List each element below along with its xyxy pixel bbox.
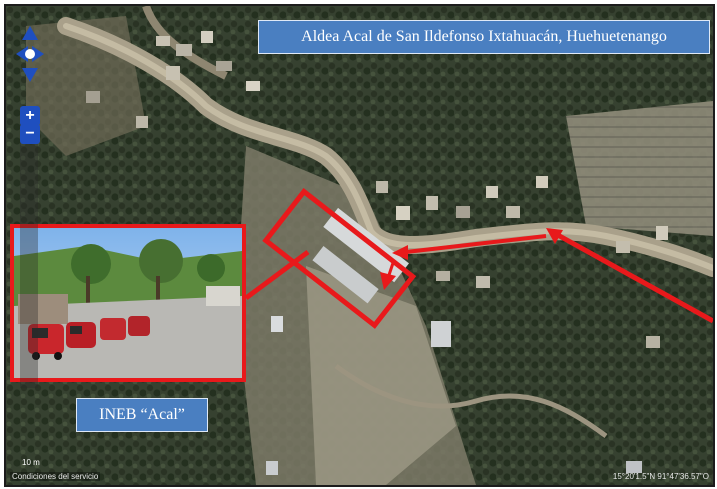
main-road-center [63, 23, 713, 271]
map-title: Aldea Acal de San Ildefonso Ixtahuacán, … [258, 20, 710, 54]
houses-top [86, 31, 668, 475]
tuk-tuks [28, 316, 150, 360]
photo-label: INEB “Acal” [76, 398, 208, 432]
zoom-in-icon[interactable]: + [20, 106, 40, 126]
scale-label: 10 m [22, 458, 40, 467]
coordinates-readout: 15°20'1.5"N 91°47'36.57"O [612, 472, 709, 481]
zoom-out-icon[interactable]: − [20, 124, 40, 144]
connector-line [244, 249, 310, 301]
secondary-road [142, 6, 228, 80]
pan-arrows-icon[interactable] [14, 24, 46, 84]
landslide-area [306, 266, 456, 485]
footpath [334, 363, 608, 439]
school-highlight [262, 188, 417, 329]
crop-fields [566, 101, 713, 236]
map-frame: Aldea Acal de San Ildefonso Ixtahuacán, … [4, 4, 715, 487]
route-arrows [380, 228, 713, 324]
school-photo [10, 224, 246, 382]
terms-link[interactable]: Condiciones del servicio [10, 472, 101, 481]
zoom-slider[interactable] [20, 118, 38, 388]
